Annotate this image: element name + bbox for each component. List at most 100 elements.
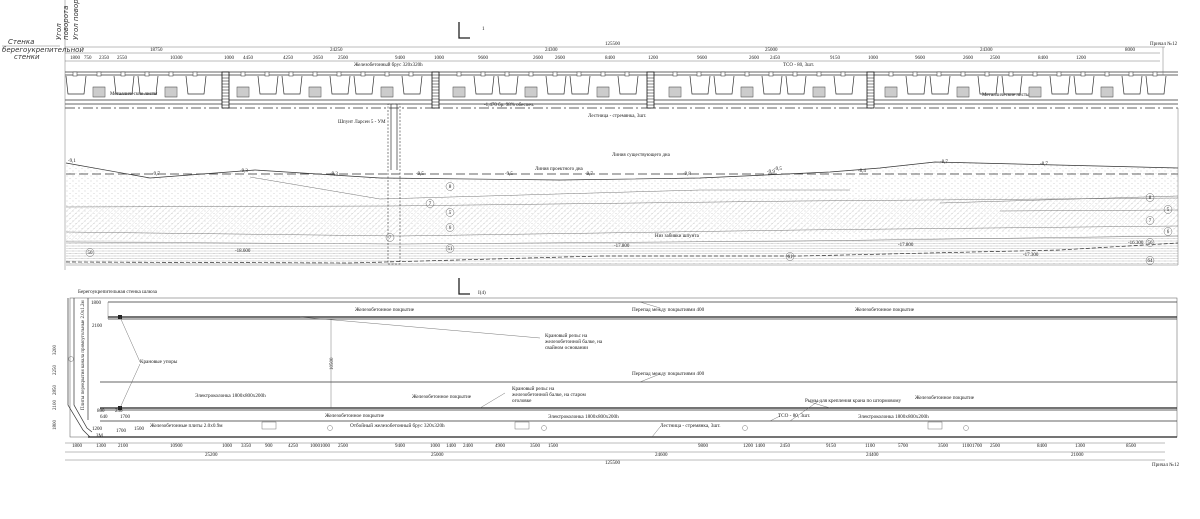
leader-line	[119, 316, 141, 363]
mooring-bollard-icon	[541, 425, 547, 431]
dim-detail: 2500	[990, 56, 1001, 61]
label: Металлические листы	[982, 93, 1030, 98]
dim-total: 125500	[605, 42, 621, 47]
dim-span: 8000	[1125, 48, 1136, 53]
dim-detail: 2600	[963, 56, 974, 61]
fender-block	[1100, 86, 1114, 98]
dim-small: 640	[100, 415, 108, 420]
dim-span: 24600	[655, 453, 668, 458]
bollard	[384, 71, 390, 77]
note-line: Угол	[55, 23, 63, 40]
dim-span: 21000	[1071, 453, 1084, 458]
layer-number: 5	[1167, 208, 1170, 213]
bollard	[816, 71, 822, 77]
depth-mark: -8,4	[858, 169, 866, 174]
elevation: -17.300	[1023, 253, 1039, 258]
dim-joint: 1000	[434, 56, 445, 61]
note-line: стенки	[14, 53, 40, 61]
bollard	[336, 71, 342, 77]
plan-label: ТСО - 80, 3шт.	[778, 413, 810, 419]
plan-label: Электроколонка 1800х800х200h	[195, 393, 266, 399]
dim-left: 1800	[53, 420, 58, 431]
berth-label: Причал №12	[1152, 462, 1180, 468]
tire-fender	[281, 75, 303, 95]
pier-plan	[65, 297, 1178, 461]
dim-detail: 2550	[117, 56, 128, 61]
tire-fender	[689, 75, 711, 95]
dim-width: 10500	[330, 357, 335, 370]
label: Низ забивки шпунта	[655, 234, 700, 239]
fender-block	[884, 86, 898, 98]
tire-fender	[329, 75, 351, 95]
dim-detail: 1000	[310, 444, 321, 449]
bollard	[840, 71, 846, 77]
tire-fender	[833, 75, 855, 95]
electric-column	[261, 421, 277, 430]
section-mark-bottom: I(4)	[458, 278, 486, 296]
label: Шпунт Ларсен 5 - УМ	[338, 120, 386, 125]
dim-detail: 8400	[1038, 56, 1049, 61]
mooring-bollard-icon	[742, 425, 748, 431]
bollard	[312, 71, 318, 77]
bollard	[792, 71, 798, 77]
bollard	[264, 71, 270, 77]
plan-label: Железобетонные плиты 2.0х0.9м	[150, 422, 223, 429]
dim-span: 24300	[545, 48, 558, 53]
dim-small: 1800	[91, 301, 102, 306]
dim-span: 24400	[866, 453, 879, 458]
note-line: Стенка	[8, 38, 34, 46]
dim-joint: 1000	[868, 56, 879, 61]
dim-detail: 750	[84, 56, 92, 61]
sheet-pile	[387, 103, 401, 265]
dim-span: 25000	[765, 48, 778, 53]
dim-detail: 1100	[865, 444, 875, 449]
dim-left: 2100	[53, 400, 58, 411]
bollard	[1152, 71, 1158, 77]
dim-joint: 1200	[648, 56, 659, 61]
plan-label: Электроколонка 1800х800х200h	[858, 414, 929, 420]
layer-number: 8	[449, 185, 452, 190]
dim-detail: 3500	[530, 444, 541, 449]
plan-label: Отбойный железобетонный брус 320х320h	[350, 422, 445, 429]
depth-mark: -9,5	[416, 172, 424, 177]
fender-block	[164, 86, 178, 98]
plan-label: Рымы для крепления крана по штормовому	[805, 398, 901, 404]
dim-detail: 2600	[533, 56, 544, 61]
electric-column	[927, 421, 943, 430]
fender-block	[668, 86, 682, 98]
bollard	[672, 71, 678, 77]
tire-fender	[785, 75, 807, 95]
dim-detail: 9800	[698, 444, 709, 449]
bollard	[696, 71, 702, 77]
bollard	[288, 71, 294, 77]
dim-detail: 2500	[990, 444, 1001, 449]
leader-line	[119, 363, 141, 409]
layer-marker	[85, 248, 95, 257]
tire-fender	[569, 75, 591, 95]
dim-small: 1200	[92, 427, 103, 432]
layer-marker	[1163, 227, 1173, 236]
leader-line	[651, 426, 661, 438]
depth-mark: -9,5	[505, 172, 513, 177]
layer-marker	[1163, 205, 1173, 214]
depth-mark: -9,9	[767, 170, 775, 175]
dim-joint: 1200	[1076, 56, 1087, 61]
tire-fender	[1001, 75, 1023, 95]
bollard	[1032, 71, 1038, 77]
note-line: берегоукрепительной	[2, 46, 84, 54]
tire-fender	[353, 75, 375, 95]
bollard	[936, 71, 942, 77]
layer-number: 51	[448, 247, 454, 252]
dim-detail: 2450	[770, 56, 781, 61]
bollard	[240, 71, 246, 77]
plan-label: Железобетонное покрытие	[412, 393, 472, 400]
dim-small: 2100	[92, 324, 103, 329]
tire-fender	[497, 75, 519, 95]
mooring-bollard-icon	[963, 425, 969, 431]
tire-fender	[113, 75, 135, 95]
elevation: -17.800	[614, 244, 630, 249]
plan-label: Перепад между покрытиями 400	[632, 371, 705, 377]
canal-slabs-label: Плиты перекрытия канала прямоугольные 2.…	[81, 300, 86, 410]
dim-span: 24250	[330, 48, 343, 53]
